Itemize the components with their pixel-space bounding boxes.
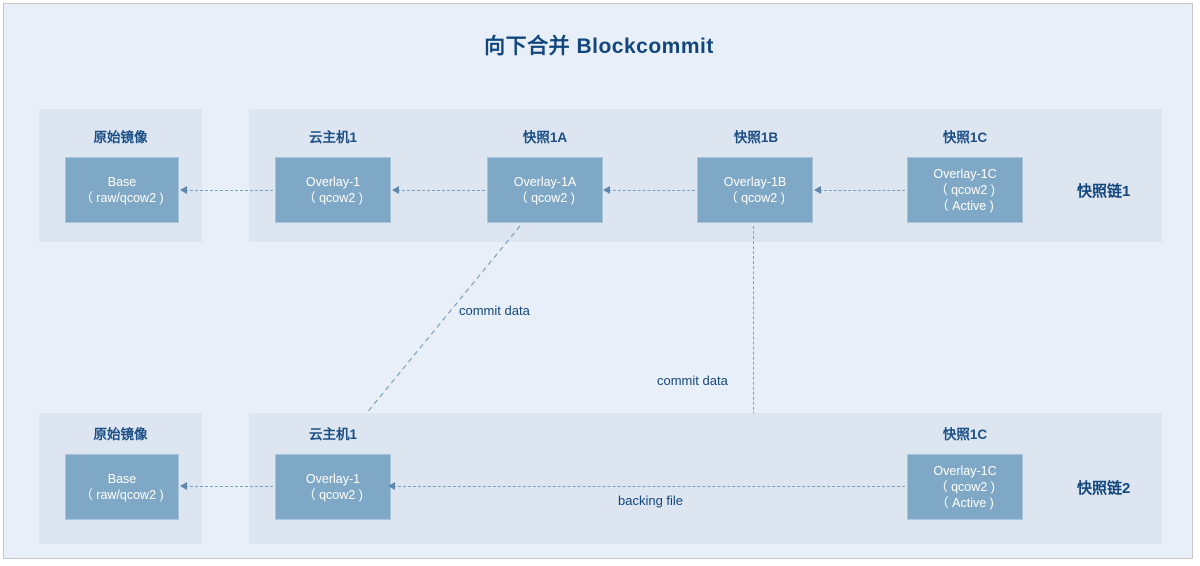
- node-line: （ qcow2 ): [303, 488, 363, 502]
- node-line: （ qcow2 ): [515, 191, 575, 205]
- chain-label-2: 快照链2: [1077, 480, 1131, 497]
- edge-label-backing-file: backing file: [618, 493, 684, 508]
- node-line: （ qcow2 ): [935, 183, 995, 197]
- node-line: （ qcow2 ): [303, 191, 363, 205]
- node-line: Overlay-1A: [513, 175, 577, 189]
- arrowhead-overlay1b: [814, 186, 821, 194]
- node-line: Overlay-1: [305, 472, 361, 486]
- node-line: Overlay-1B: [723, 175, 787, 189]
- edge-overlay1b-to-overlay1a: [608, 190, 695, 191]
- node-line: （ raw/qcow2 ): [80, 191, 164, 205]
- edge-overlay1a-to-overlay1: [397, 190, 485, 191]
- edge-label-commit-data-b: commit data: [657, 373, 728, 388]
- node-line: Overlay-1C: [933, 464, 997, 478]
- node-chain1-overlay1a[interactable]: Overlay-1A （ qcow2 ): [487, 157, 603, 223]
- node-chain1-overlay1c[interactable]: Overlay-1C （ qcow2 ) （ Active ): [907, 157, 1023, 223]
- node-line: （ qcow2 ): [935, 480, 995, 494]
- node-line: （ Active ): [936, 496, 994, 510]
- node-chain1-overlay1[interactable]: Overlay-1 （ qcow2 ): [275, 157, 391, 223]
- node-chain2-overlay1c[interactable]: Overlay-1C （ qcow2 ) （ Active ): [907, 454, 1023, 520]
- arrowhead-base: [180, 186, 187, 194]
- group-label-chain1-snap1b: 快照1B: [733, 130, 779, 145]
- edge-overlay1-to-base: [185, 190, 273, 191]
- edge-chain2-overlay1-to-base: [185, 486, 273, 487]
- arrowhead-overlay1: [392, 186, 399, 194]
- arrowhead-chain2-overlay1: [388, 482, 395, 490]
- group-label-chain1-snap1c: 快照1C: [942, 130, 988, 145]
- node-line: Overlay-1C: [933, 167, 997, 181]
- node-chain2-base[interactable]: Base （ raw/qcow2 ): [65, 454, 179, 520]
- node-line: Overlay-1: [305, 175, 361, 189]
- node-line: Base: [107, 175, 137, 189]
- node-chain1-base[interactable]: Base （ raw/qcow2 ): [65, 157, 179, 223]
- diagram-canvas: 向下合并 Blockcommit 原始镜像 云主机1 快照1A 快照1B 快照1…: [3, 3, 1193, 559]
- node-line: （ Active ): [936, 199, 994, 213]
- group-label-chain1-host: 云主机1: [308, 130, 357, 145]
- group-label-chain2-snap1c: 快照1C: [942, 427, 988, 442]
- group-label-chain2-host: 云主机1: [308, 427, 357, 442]
- group-label-chain2-base: 原始镜像: [93, 427, 148, 442]
- page-title: 向下合并 Blockcommit: [484, 35, 714, 58]
- group-label-chain1-snap1a: 快照1A: [522, 130, 568, 145]
- edge-overlay1b-down: [753, 226, 754, 450]
- arrowhead-chain2-base: [180, 482, 187, 490]
- node-chain2-overlay1[interactable]: Overlay-1 （ qcow2 ): [275, 454, 391, 520]
- edge-chain2-overlay1c-to-overlay1: [393, 486, 905, 487]
- arrowhead-overlay1a: [603, 186, 610, 194]
- node-line: （ raw/qcow2 ): [80, 488, 164, 502]
- edge-overlay1c-to-overlay1b: [819, 190, 905, 191]
- node-line: Base: [107, 472, 137, 486]
- edge-label-commit-data-a: commit data: [459, 303, 530, 318]
- group-label-chain1-base: 原始镜像: [93, 130, 148, 145]
- node-chain1-overlay1b[interactable]: Overlay-1B （ qcow2 ): [697, 157, 813, 223]
- chain-label-1: 快照链1: [1077, 183, 1131, 200]
- node-line: （ qcow2 ): [725, 191, 785, 205]
